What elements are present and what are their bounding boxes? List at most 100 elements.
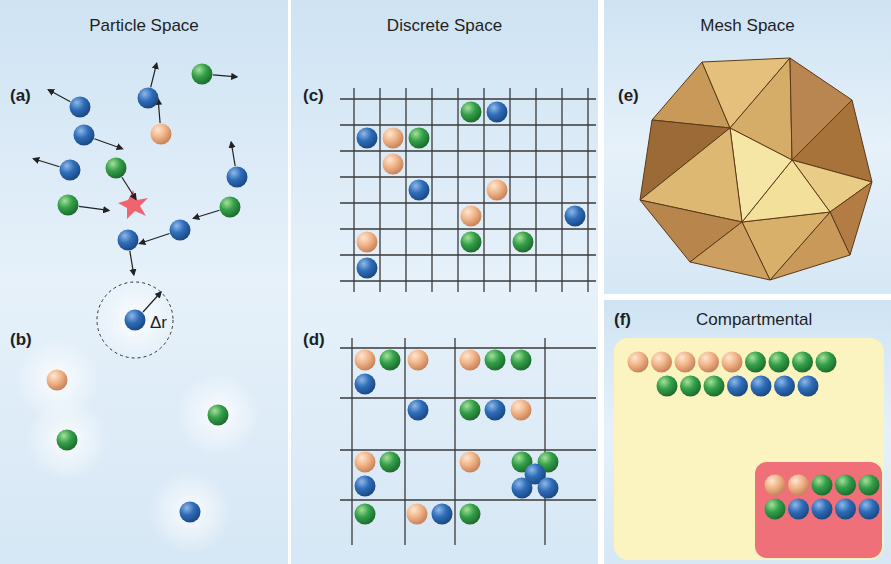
particle — [70, 97, 91, 118]
grid-line — [431, 88, 432, 292]
particle — [859, 499, 880, 520]
grid-line — [535, 88, 536, 292]
panel-mesh-space: Mesh Space(e) — [604, 0, 891, 294]
particle — [460, 504, 481, 525]
panel-letter: (f) — [614, 310, 631, 330]
grid-line — [340, 347, 596, 348]
particle — [74, 125, 95, 146]
grid-line — [340, 228, 596, 229]
grid-line — [544, 338, 545, 545]
grid-line — [379, 88, 380, 292]
particle — [355, 374, 376, 395]
particle-halo — [176, 373, 260, 457]
particle — [357, 258, 378, 279]
particle — [125, 310, 146, 331]
particle — [812, 475, 833, 496]
velocity-arrow — [33, 159, 59, 167]
particle — [118, 230, 139, 251]
particle — [675, 352, 696, 373]
particle — [765, 499, 786, 520]
radius-arrow — [143, 292, 161, 312]
particle — [816, 352, 837, 373]
particle — [835, 499, 856, 520]
particle — [407, 504, 428, 525]
velocity-arrow — [130, 251, 134, 275]
compartment — [614, 338, 884, 560]
panel-ground — [604, 0, 891, 294]
particle — [192, 64, 213, 85]
particle — [704, 376, 725, 397]
grid-line — [353, 88, 354, 292]
particle — [408, 350, 429, 371]
particle — [355, 504, 376, 525]
particle — [170, 220, 191, 241]
velocity-arrow — [140, 233, 170, 243]
particle — [180, 502, 201, 523]
grid-line — [351, 338, 352, 545]
particle — [355, 476, 376, 497]
particle — [409, 180, 430, 201]
particle — [538, 478, 559, 499]
particle — [220, 197, 241, 218]
grid-line — [340, 254, 596, 255]
panel-discrete-space: Discrete Space(c)(d) — [291, 0, 598, 564]
particle — [657, 376, 678, 397]
particle — [859, 475, 880, 496]
panel-letter: (e) — [618, 86, 639, 106]
particle — [408, 400, 429, 421]
particle — [727, 376, 748, 397]
particle — [788, 499, 809, 520]
grid-line — [404, 338, 405, 545]
particle — [208, 405, 229, 426]
particle — [769, 352, 790, 373]
particle — [751, 376, 772, 397]
panel-letter: (a) — [10, 86, 31, 106]
symbol-label: Δr — [150, 313, 167, 333]
velocity-arrow — [94, 139, 122, 149]
grid-line — [340, 176, 596, 177]
particle — [788, 475, 809, 496]
particle — [798, 376, 819, 397]
particle — [511, 400, 532, 421]
particle — [565, 206, 586, 227]
particle — [151, 124, 172, 145]
particle-halo — [25, 398, 109, 482]
panel-letter: (c) — [303, 86, 324, 106]
velocity-arrow — [151, 63, 157, 87]
particle — [409, 128, 430, 149]
particle — [47, 370, 68, 391]
particle — [357, 232, 378, 253]
particle — [513, 232, 534, 253]
particle — [485, 350, 506, 371]
grid-line — [340, 449, 596, 450]
particle — [651, 352, 672, 373]
particle — [812, 499, 833, 520]
velocity-arrow — [213, 75, 237, 77]
grid-line — [483, 88, 484, 292]
particle — [460, 400, 481, 421]
panel-compartmental: (f)Compartmental — [604, 300, 891, 564]
particle-halo — [93, 278, 177, 362]
velocity-arrow — [193, 210, 219, 218]
velocity-arrow — [48, 90, 70, 102]
velocity-arrow — [79, 206, 109, 210]
grid-line — [457, 88, 458, 292]
particle — [380, 350, 401, 371]
grid-line — [340, 124, 596, 125]
particle — [680, 376, 701, 397]
particle — [432, 504, 453, 525]
particle — [383, 128, 404, 149]
particle — [745, 352, 766, 373]
particle — [355, 350, 376, 371]
grid-line — [340, 98, 596, 99]
particle — [765, 475, 786, 496]
particle — [461, 206, 482, 227]
grid-line — [454, 338, 455, 545]
panel-ground — [291, 0, 598, 564]
reaction-radius — [97, 282, 173, 358]
panel-title: Particle Space — [89, 16, 199, 36]
particle — [512, 478, 533, 499]
particle — [774, 376, 795, 397]
particle — [835, 475, 856, 496]
grid-line — [340, 202, 596, 203]
